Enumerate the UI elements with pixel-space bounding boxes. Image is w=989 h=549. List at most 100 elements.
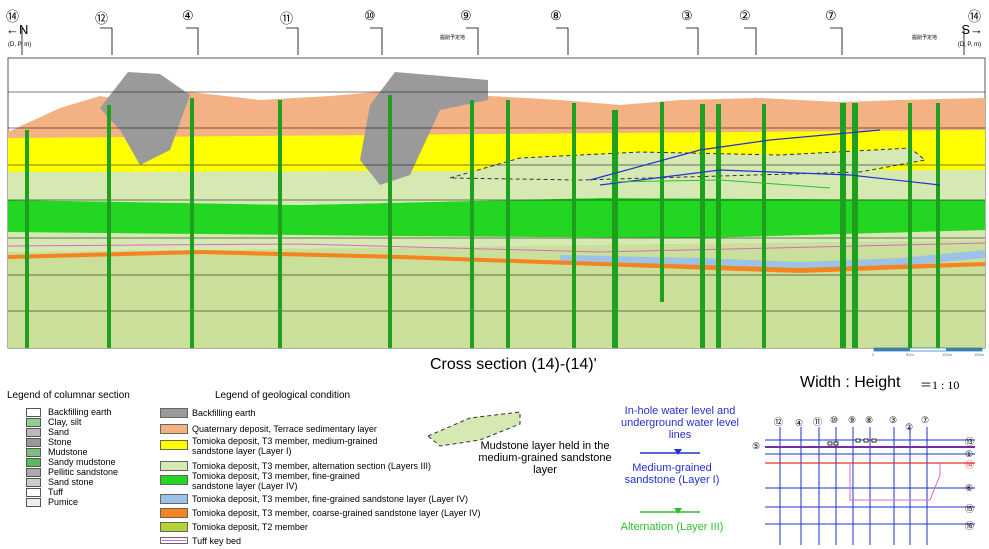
north-direction: ←N bbox=[6, 22, 29, 37]
section-marker: ⑧ bbox=[550, 8, 562, 23]
alternation-water-marker bbox=[674, 508, 682, 514]
section-marker: ⑩ bbox=[364, 8, 376, 23]
geo-legend-title: Legend of geological condition bbox=[215, 390, 351, 401]
borehole bbox=[716, 104, 721, 348]
geo-item: Tuff key bed bbox=[192, 536, 242, 546]
borehole bbox=[388, 95, 392, 348]
geo-item: Tomioka deposit, T3 member, alternation … bbox=[192, 461, 431, 471]
section-marker: ⑪ bbox=[280, 11, 294, 26]
stone-swatch bbox=[26, 438, 41, 447]
units-right: (D, P, m) bbox=[957, 42, 981, 48]
borehole bbox=[190, 98, 194, 348]
key-map-label: ⑦ bbox=[921, 415, 930, 425]
key-map-label: ③ bbox=[889, 415, 898, 425]
tuff-key-swatch bbox=[160, 537, 188, 544]
columnar-item: Pumice bbox=[48, 497, 79, 507]
units-left: (D, P, m) bbox=[8, 42, 32, 48]
section-marker-leaders bbox=[21, 27, 965, 55]
geo-item: Quaternary deposit, Terrace sedimentary … bbox=[192, 424, 377, 434]
mudstone-lens bbox=[449, 147, 927, 181]
clay-swatch bbox=[26, 418, 41, 427]
scale-bar bbox=[873, 347, 983, 352]
key-map-label: ⑬ bbox=[965, 437, 975, 447]
section-marker: ② bbox=[739, 8, 751, 23]
borehole bbox=[660, 102, 664, 302]
key-map-label: ⑥ bbox=[965, 483, 974, 493]
scale-tick: 150m bbox=[974, 352, 985, 357]
water-level-line-alternation bbox=[609, 179, 831, 189]
columnar-item: Sand stone bbox=[48, 477, 94, 487]
section-caption: Cross section (14)-(14)' bbox=[430, 356, 597, 373]
geo-swatch bbox=[160, 522, 188, 532]
geo-swatch bbox=[160, 508, 188, 518]
tuff-key-bed bbox=[7, 242, 986, 253]
ratio-label: Width : Height bbox=[800, 374, 901, 391]
mudstone-note: Mudstone layer held in the medium-graine… bbox=[478, 440, 612, 476]
key-map-label: ⑪ bbox=[813, 417, 823, 427]
borehole bbox=[278, 100, 282, 348]
section-marker: ⑨ bbox=[460, 8, 472, 23]
key-map-label: ⑭ bbox=[965, 460, 975, 470]
key-map-label: ⑩ bbox=[830, 415, 839, 425]
south-direction: S→ bbox=[961, 22, 983, 37]
geo-swatch bbox=[160, 424, 188, 434]
columnar-legend-title: Legend of columnar section bbox=[7, 390, 130, 401]
geo-swatch bbox=[160, 408, 188, 418]
key-map-label: ⑮ bbox=[965, 504, 975, 514]
borehole bbox=[470, 100, 474, 348]
excavation-label: 掘削予定地 bbox=[912, 35, 938, 41]
pumice-swatch bbox=[26, 498, 41, 507]
columnar-item: Mudstone bbox=[48, 447, 88, 457]
geo-swatch bbox=[160, 475, 188, 485]
borehole bbox=[908, 103, 912, 348]
geo-item: Tomioka deposit, T3 member, coarse-grain… bbox=[192, 508, 481, 518]
key-map-label: ② bbox=[905, 422, 914, 432]
key-map-label: ① bbox=[965, 449, 974, 459]
columnar-item: Tuff bbox=[48, 487, 64, 497]
key-map-label: ⑧ bbox=[865, 415, 874, 425]
boreholes bbox=[25, 95, 940, 348]
tuff-swatch bbox=[26, 488, 41, 497]
geo-item: Tomioka deposit, T2 member bbox=[192, 522, 308, 532]
sandy-mudstone-swatch bbox=[26, 458, 41, 467]
key-map-label: ⑯ bbox=[965, 521, 975, 531]
columnar-item: Pellitic sandstone bbox=[48, 467, 119, 477]
columnar-item: Sandy mudstone bbox=[48, 457, 116, 467]
sand-swatch bbox=[26, 428, 41, 437]
section-marker: ④ bbox=[182, 8, 194, 23]
columnar-item: Sand bbox=[48, 427, 70, 437]
columnar-item: Backfilling earth bbox=[48, 407, 112, 417]
borehole bbox=[852, 103, 858, 348]
geo-item: Backfilling earth bbox=[192, 408, 256, 418]
borehole bbox=[762, 104, 766, 348]
key-map-label: ⑨ bbox=[848, 415, 857, 425]
left-end-label: ⑭ bbox=[6, 9, 20, 24]
borehole bbox=[840, 103, 846, 348]
section-marker: ③ bbox=[681, 8, 693, 23]
water-level-line-medium bbox=[589, 129, 881, 181]
columnar-item: Stone bbox=[48, 437, 72, 447]
columnar-item: Clay, silt bbox=[48, 417, 82, 427]
ratio-value: ＝1 : 10 bbox=[920, 378, 960, 392]
section-marker: ⑫ bbox=[95, 11, 109, 26]
borehole bbox=[700, 104, 705, 348]
excavation-label: 掘削予定地 bbox=[440, 35, 466, 41]
key-map bbox=[765, 427, 975, 545]
water-legend-medium: Medium-grained sandstone (Layer I) bbox=[624, 462, 720, 486]
borehole bbox=[107, 105, 111, 348]
water-legend-alternation: Alternation (Layer III) bbox=[620, 521, 724, 533]
section-marker: ⑦ bbox=[825, 8, 837, 23]
sandstone-swatch bbox=[26, 478, 41, 487]
geo-item: Tomioka deposit, T3 member, medium-grain… bbox=[192, 436, 378, 456]
right-end-label: ⑭ bbox=[967, 9, 981, 24]
water-level-line-medium bbox=[599, 169, 941, 186]
borehole bbox=[612, 110, 618, 348]
elevation-gridlines bbox=[8, 91, 985, 312]
scale-tick: 50m bbox=[906, 352, 914, 357]
geo-swatch bbox=[160, 494, 188, 504]
backfill-north bbox=[100, 72, 190, 165]
borehole bbox=[572, 103, 576, 348]
borehole bbox=[936, 103, 940, 348]
scale-tick: 100m bbox=[942, 352, 953, 357]
